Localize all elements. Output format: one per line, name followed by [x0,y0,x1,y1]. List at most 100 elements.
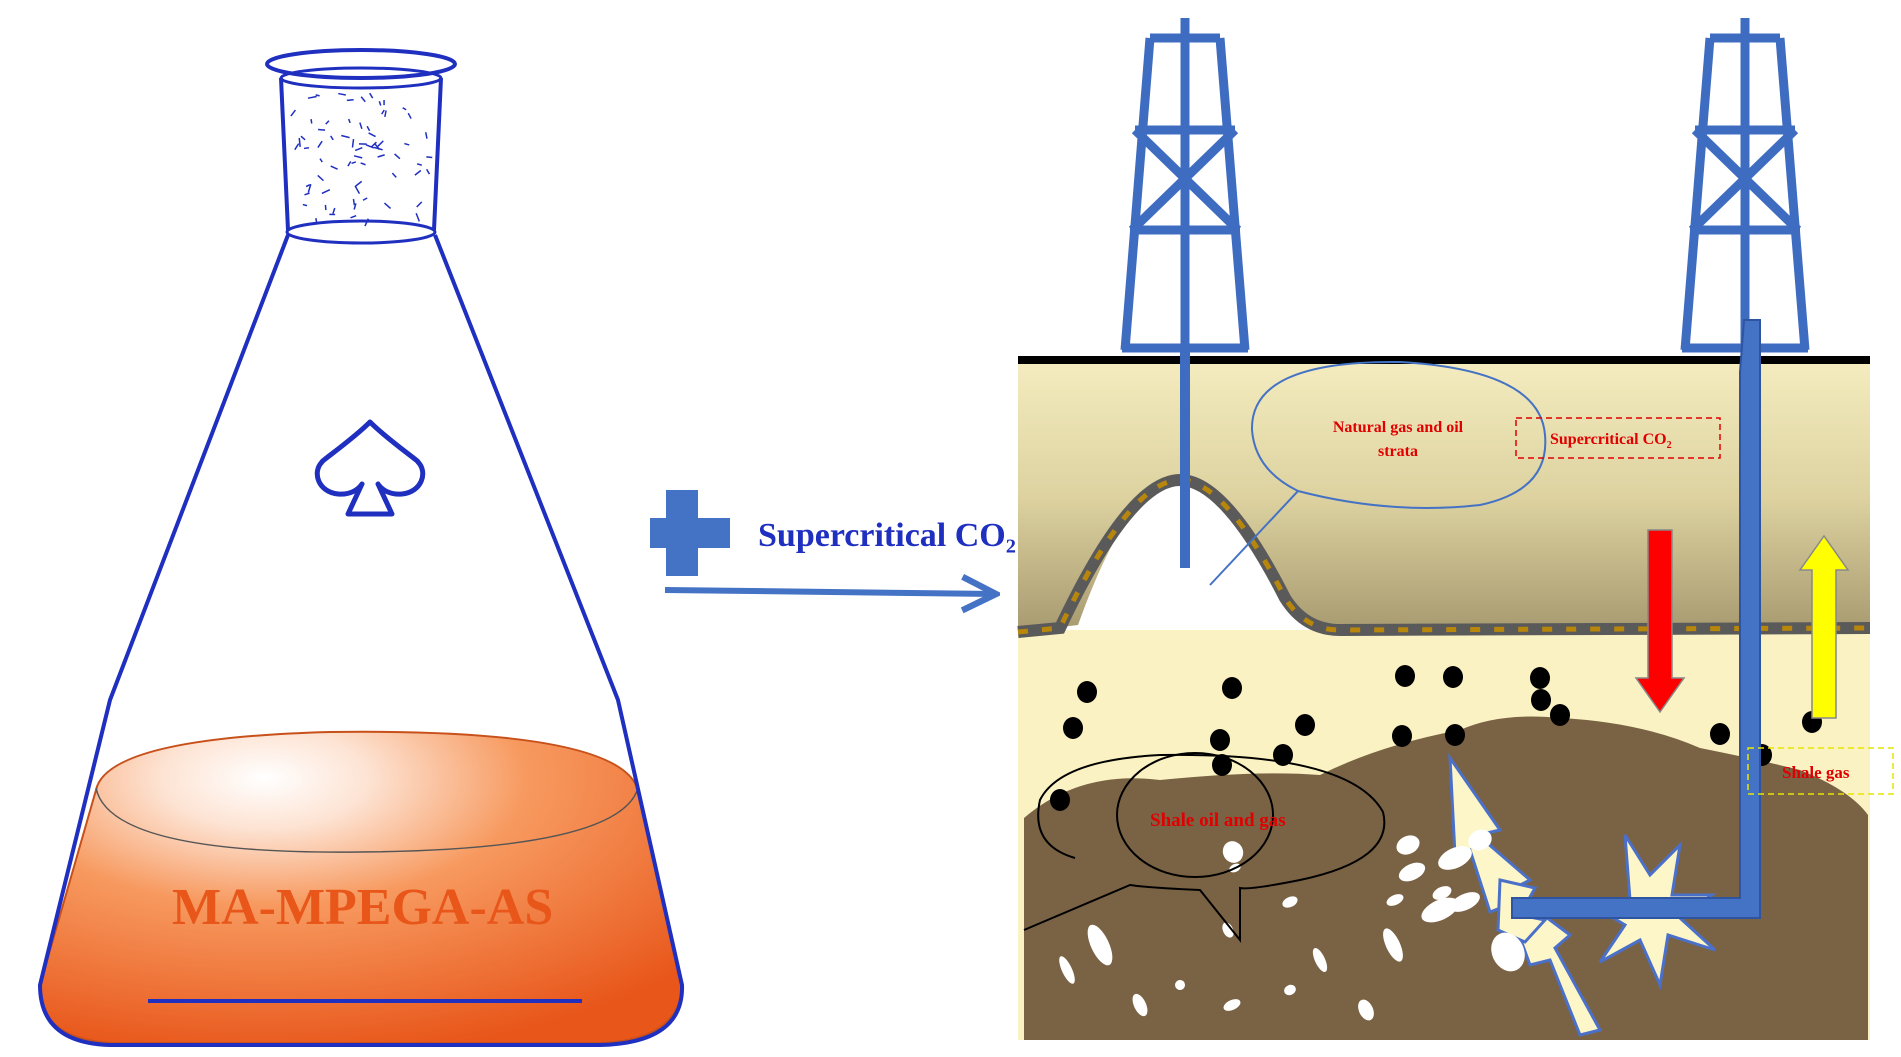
stopper-speck [351,161,357,165]
oil-droplet [1212,754,1232,776]
shale-gas-label: Shale gas [1782,763,1850,782]
supercritical-box-label: Supercritical CO2 [1550,431,1672,451]
stopper-speck [303,147,310,150]
flask-liquid [38,730,684,1044]
stopper-speck [425,168,431,175]
spade-icon [314,419,426,517]
oil-droplet [1531,689,1551,711]
oil-droplet [1710,723,1730,745]
gas-pore [1132,993,1148,1017]
stopper-speck [347,118,351,124]
stopper-speck [377,140,384,147]
gas-pore [1468,829,1492,851]
stopper-speck [402,107,407,111]
stopper-speck [307,95,317,99]
gas-trap [1078,480,1330,628]
stopper-speck [346,99,354,102]
process-arrow [664,590,996,594]
stopper-speck [302,203,308,207]
stopper-speck [404,142,410,146]
supercritical-box [1515,417,1721,459]
oil-droplet [1392,725,1412,747]
stopper-speck [341,134,350,139]
stopper-speck [360,162,366,166]
gas-pore [1438,846,1472,870]
gas-pore [1087,924,1113,966]
gas-pore [1396,835,1420,855]
left-derrick [1120,18,1250,353]
stopper-speck [381,109,385,115]
oil-droplet [1530,667,1550,689]
gas-pore [1312,948,1328,972]
stopper-speck [416,163,423,166]
stopper-speck [383,202,392,209]
stopper-speck [416,201,423,208]
shale-oil-bubble [1023,752,1386,943]
stopper-speck [424,132,428,139]
horizontal-well-pipe [1511,319,1761,919]
product-label: MA-MPEGA-AS [172,879,553,936]
stopper-speck [354,180,363,188]
flask-body-outline [37,234,685,1047]
stopper-speck [315,94,320,97]
shale-oil-label: Shale oil and gas [1150,810,1286,831]
gas-pore [1358,999,1374,1021]
stopper-speck [317,140,323,148]
stopper-speck [384,110,387,117]
stopper-speck [377,154,385,158]
stopper-speck [304,192,310,196]
gas-pore [1432,886,1452,900]
stopper-speck [365,144,375,149]
stopper-speck [317,174,324,182]
stopper-speck [325,120,330,125]
gas-pore [1175,980,1185,990]
flask-neck [265,48,457,245]
natural-gas-bubble [1209,360,1547,586]
shale-gas-box [1747,747,1894,795]
stopper-speck [354,147,363,152]
stopper-speck [415,212,421,222]
injection-arrow [1634,529,1686,714]
stopper-speck [351,138,355,148]
oil-droplet [1295,714,1315,736]
natural-gas-label: Natural gas and oil [1333,419,1464,436]
plus-icon [650,490,730,576]
gas-pores [1059,829,1525,1021]
gas-pore [1284,984,1296,996]
gas-pore [1223,999,1241,1011]
stopper-speck [353,203,357,210]
stopper-speck [307,183,312,193]
stopper-speck [330,135,334,141]
stopper-speck [366,125,371,132]
stopper-speck [330,165,338,170]
right-derrick [1680,18,1810,353]
stopper-speck [350,215,357,219]
stopper-speck [426,156,433,159]
stopper-speck [332,207,336,214]
stopper-speck [364,218,369,227]
stopper-speck [407,112,412,119]
stopper-speck [362,197,368,201]
stopper-speck [391,172,397,178]
stopper-speck [290,109,297,117]
stopper-speck [373,146,383,151]
gas-pore [1386,894,1404,906]
oil-droplet [1445,724,1465,746]
stopper-speck [319,158,323,163]
stopper-speck [359,122,363,130]
reagent-label: Supercritical CO₂ [758,517,1016,554]
gas-pore [1222,841,1244,863]
stopper-speck [298,137,301,147]
stopper-speck [394,153,401,160]
stopper-speck [354,185,361,194]
stopper-speck [414,169,422,176]
liquid-surface-line [95,787,639,853]
stopper-speck [305,184,311,188]
stopper-speck [360,96,366,103]
stopper-speck [294,143,300,151]
oil-droplet [1443,666,1463,688]
production-arrow [1798,534,1850,719]
stopper-speck [370,141,377,148]
